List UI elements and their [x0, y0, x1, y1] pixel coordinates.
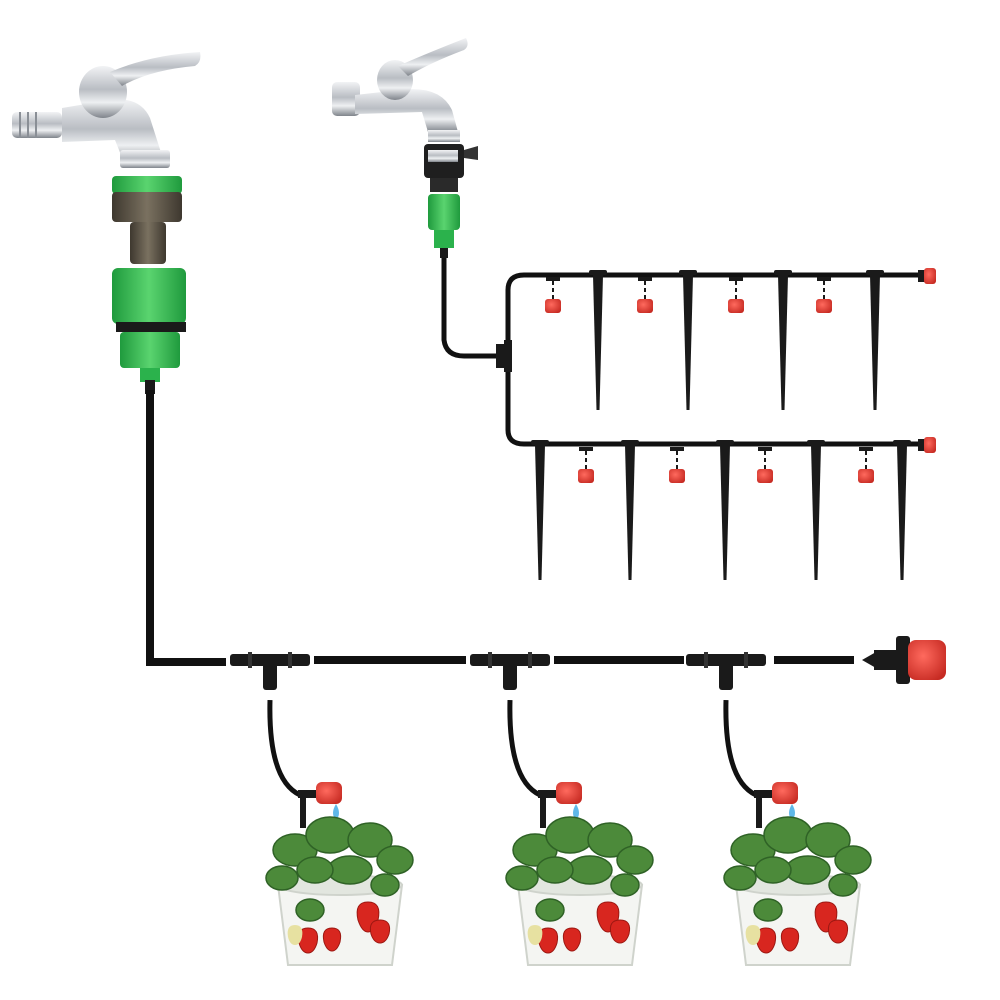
bottom-row-emitters — [531, 440, 911, 580]
faucet-lever-handle — [398, 38, 468, 76]
plant-dripper-2 — [538, 782, 582, 828]
quick-connector-left — [112, 176, 186, 394]
dripper — [815, 276, 833, 314]
plant-dripper-1 — [298, 782, 342, 828]
stake-sprayer — [589, 270, 607, 410]
top-row-emitters — [544, 270, 884, 410]
faucet-left — [12, 52, 201, 168]
main-tubing — [146, 390, 854, 666]
tee-connector-2 — [470, 652, 550, 690]
dripper — [636, 276, 654, 314]
tee-connector-3 — [686, 652, 766, 690]
branch-tubing-right — [441, 258, 920, 447]
stake-sprayer — [807, 440, 825, 580]
potted-plant-1 — [265, 816, 414, 966]
dripper — [857, 446, 875, 484]
stake-sprayer — [531, 440, 549, 580]
dripper — [668, 446, 686, 484]
clamp-adapter-right — [424, 144, 478, 258]
top-row-end-dripper — [918, 268, 936, 284]
threaded-adapter — [112, 192, 182, 222]
tee-connector-1 — [230, 652, 310, 690]
branch-tee — [496, 340, 512, 372]
potted-plant-2 — [505, 816, 654, 966]
faucet-lever-handle — [110, 52, 201, 86]
potted-plant-3 — [723, 816, 872, 966]
stake-sprayer — [716, 440, 734, 580]
stake-sprayer — [679, 270, 697, 410]
stake-sprayer — [774, 270, 792, 410]
stake-sprayer — [893, 440, 911, 580]
dripper — [756, 446, 774, 484]
dripper — [544, 276, 562, 314]
faucet-right — [332, 38, 468, 142]
end-dripper — [862, 636, 946, 684]
dripper — [727, 276, 745, 314]
stake-sprayer — [621, 440, 639, 580]
bottom-row-end-dripper — [918, 437, 936, 453]
plant-dripper-3 — [754, 782, 798, 828]
branch-tubes — [267, 699, 758, 798]
stake-sprayer — [866, 270, 884, 410]
dripper — [577, 446, 595, 484]
